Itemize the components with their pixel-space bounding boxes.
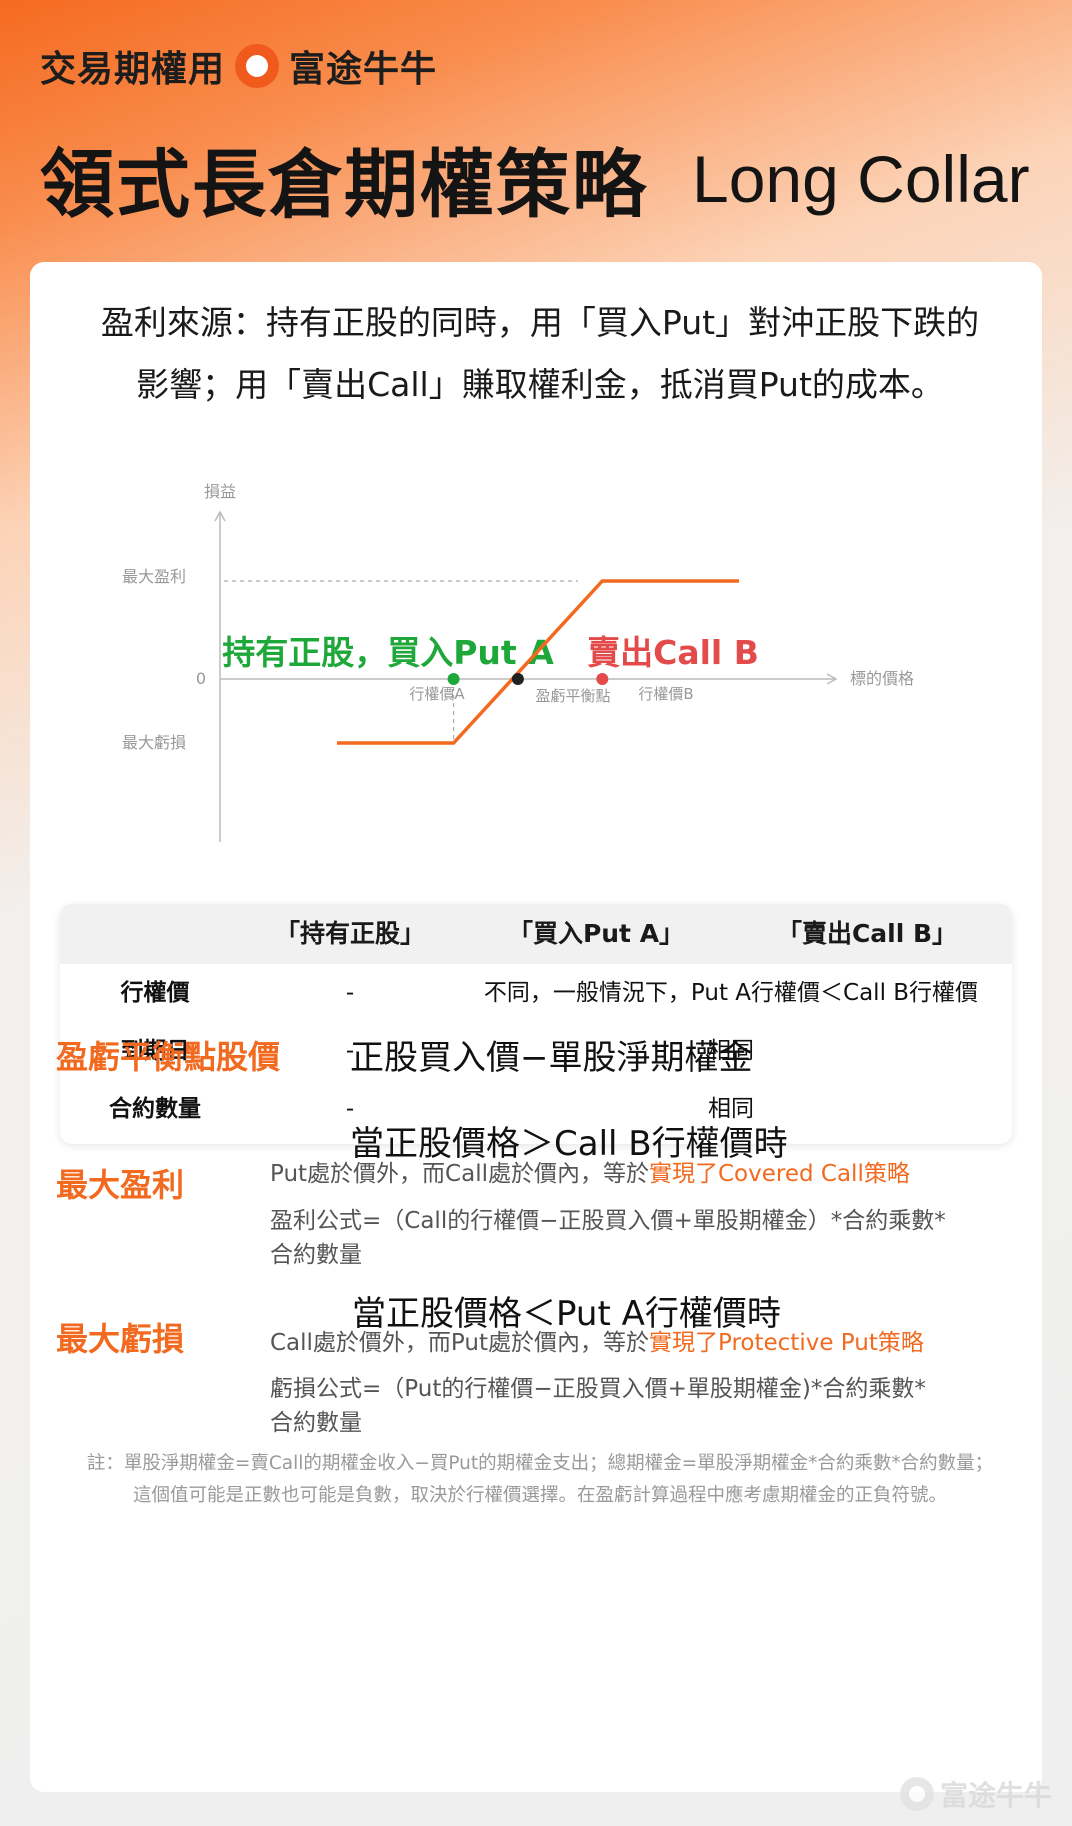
footnote: 註：單股淨期權金=賣Call的期權金收入−買Put的期權金支出；總期權金=單股淨… [50, 1448, 1030, 1512]
row-stock-value: - [345, 980, 355, 1006]
row-label: 到期日 [120, 1038, 190, 1064]
y-axis-arrow-icon [214, 510, 226, 522]
max-profit-label: 最大盈利 [56, 1166, 185, 1204]
th-buy-put: 「買入Put A」 [507, 919, 685, 948]
max-loss-desc-highlight: 實現了Protective Put策略 [649, 1330, 924, 1356]
payoff-line [337, 579, 739, 745]
max-profit-desc-highlight: 實現了Covered Call策略 [649, 1161, 910, 1187]
strike-b-label: 行權價B [638, 685, 693, 703]
row-option-value: 不同，一般情況下，Put A行權價＜Call B行權價 [483, 980, 979, 1006]
axes [214, 510, 838, 842]
max-profit-condition: 當正股價格＞Call B行權價時 [350, 1124, 788, 1164]
max-loss-formula-line-1: 虧損公式=（Put的行權價−正股買入價+單股期權金)*合約乘數* [270, 1376, 926, 1402]
put-annotation: 持有正股，買入Put A [222, 633, 554, 672]
intro-text: 盈利來源：持有正股的同時，用「買入Put」對沖正股下跌的 影響；用「賣出Call… [60, 292, 1020, 416]
zero-label: 0 [196, 669, 206, 688]
y-axis-label: 損益 [204, 482, 236, 501]
row-option-value: 相同 [708, 1038, 754, 1064]
max-loss-desc: Call處於價外，而Put處於價內，等於實現了Protective Put策略 [270, 1326, 924, 1360]
intro-line-2: 影響；用「賣出Call」賺取權利金，抵消買Put的成本。 [136, 365, 944, 404]
row-label: 行權價 [120, 980, 190, 1006]
payoff-chart: 損益 標的價格 最大盈利 0 最大虧損 持有正股，買入Put A 賣出Call … [122, 482, 914, 842]
max-loss-label: 最大虧損 [122, 733, 186, 752]
title-chinese: 領式長倉期權策略 [40, 142, 648, 228]
max-profit-formula-line-2: 合約數量 [270, 1242, 362, 1268]
futu-logo-icon [235, 44, 280, 88]
max-loss-condition: 當正股價格＜Put A行權價時 [352, 1294, 781, 1334]
content-card: 盈利來源：持有正股的同時，用「買入Put」對沖正股下跌的 影響；用「賣出Call… [30, 262, 1042, 1792]
table-row: 到期日 - 相同 [60, 1022, 1012, 1080]
max-loss-desc-text: Call處於價外，而Put處於價內，等於 [270, 1330, 649, 1356]
point-strike-a [447, 673, 460, 685]
breakeven-formula: 正股買入價−單股淨期權金 [350, 1038, 753, 1078]
table-row: 行權價 - 不同，一般情況下，Put A行權價＜Call B行權價 [60, 964, 1012, 1022]
footnote-line-1: 註：單股淨期權金=賣Call的期權金收入−買Put的期權金支出；總期權金=單股淨… [86, 1453, 994, 1474]
breakeven-label: 盈虧平衡點股價 [56, 1038, 281, 1076]
table-row: 合約數量 - 相同 [60, 1080, 1012, 1138]
max-profit-desc-text: Put處於價外，而Call處於價內，等於 [270, 1161, 649, 1187]
max-profit-label: 最大盈利 [122, 567, 186, 586]
max-loss-formula-line-2: 合約數量 [270, 1410, 362, 1436]
watermark: 富途牛牛 [899, 1774, 1052, 1814]
page-title: 領式長倉期權策略 Long Collar [40, 125, 1030, 232]
chart-marks [337, 579, 739, 745]
max-profit-formula: 盈利公式=（Call的行權價−正股買入價+單股期權金）*合約乘數* 合約數量 [270, 1204, 946, 1272]
title-english: Long Collar [692, 141, 1030, 216]
row-option-value: 相同 [708, 1096, 754, 1122]
max-loss-label: 最大虧損 [56, 1320, 185, 1358]
row-label: 合約數量 [109, 1096, 201, 1122]
point-strike-b [596, 673, 609, 685]
max-profit-formula-line-1: 盈利公式=（Call的行權價−正股買入價+單股期權金）*合約乘數* [270, 1208, 946, 1234]
table-header: 「持有正股」 「買入Put A」 「賣出Call B」 [60, 904, 1012, 964]
watermark-text: 富途牛牛 [939, 1779, 1052, 1812]
strike-a-label: 行權價A [409, 685, 465, 703]
th-sell-call: 「賣出Call B」 [776, 919, 958, 948]
row-stock-value: - [345, 1038, 355, 1064]
max-profit-desc: Put處於價外，而Call處於價內，等於實現了Covered Call策略 [270, 1157, 910, 1191]
intro-line-1: 盈利來源：持有正股的同時，用「買入Put」對沖正股下跌的 [100, 303, 980, 342]
footnote-line-2: 這個值可能是正數也可能是負數，取決於行權價選擇。在盈虧計算過程中應考慮期權金的正… [132, 1485, 947, 1506]
x-axis-arrow-icon [826, 673, 838, 685]
breakeven-label: 盈虧平衡點 [535, 687, 610, 705]
point-breakeven [511, 673, 524, 685]
max-loss-formula: 虧損公式=（Put的行權價−正股買入價+單股期權金)*合約乘數* 合約數量 [270, 1372, 926, 1440]
brand-prefix: 交易期權用 [40, 49, 226, 90]
brand-header: 交易期權用 富途牛牛 [40, 40, 437, 92]
call-annotation: 賣出Call B [587, 633, 759, 672]
futu-watermark-icon [899, 1777, 934, 1811]
comparison-table: 「持有正股」 「買入Put A」 「賣出Call B」 行權價 - 不同，一般情… [60, 904, 1012, 1144]
row-stock-value: - [345, 1096, 355, 1122]
brand-name: 富途牛牛 [289, 49, 438, 90]
th-stock: 「持有正股」 [274, 919, 425, 948]
x-axis-label: 標的價格 [850, 669, 914, 688]
